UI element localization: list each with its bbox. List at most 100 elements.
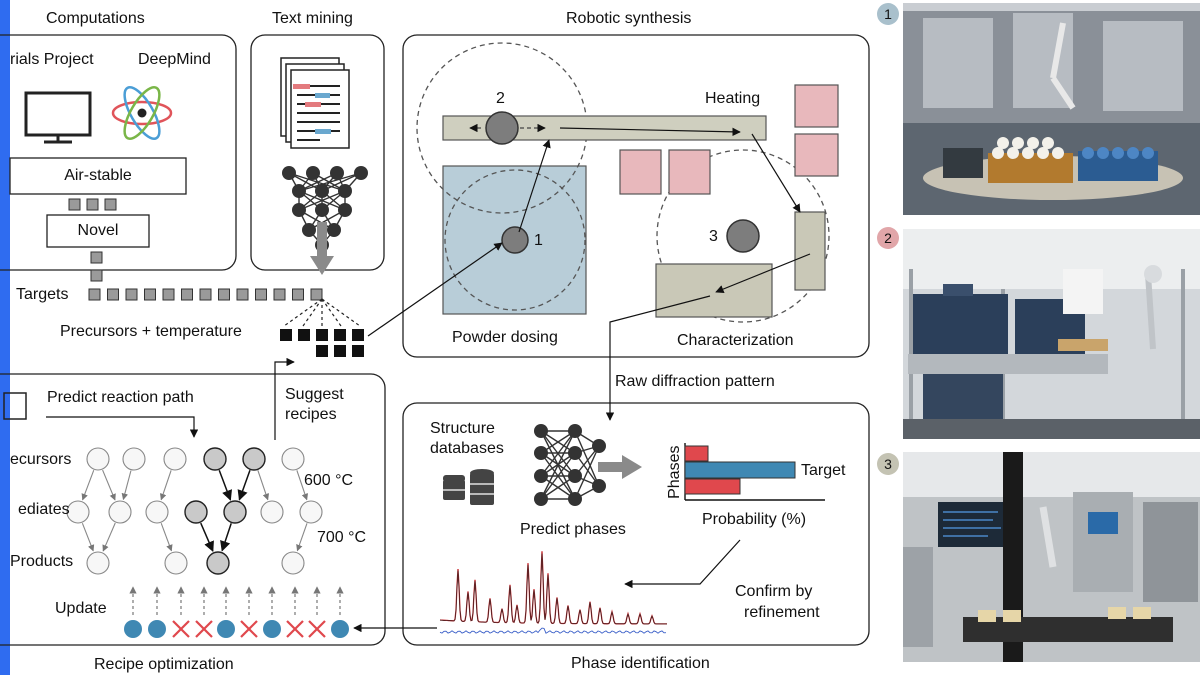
reaction-node: [261, 501, 283, 523]
network-node: [534, 446, 548, 460]
target-phase-bar: [685, 462, 795, 478]
phase-bar: [685, 446, 708, 461]
failure-marker: [309, 621, 325, 637]
reaction-node: [165, 552, 187, 574]
phase-network-icon: [534, 424, 606, 506]
reaction-node: [146, 501, 168, 523]
robotic-synthesis-title: Robotic synthesis: [566, 10, 691, 28]
reaction-node: [300, 501, 322, 523]
success-marker: [217, 620, 235, 638]
target-square: [182, 289, 193, 300]
suggest-recipes-label-1: Suggest: [285, 386, 344, 404]
network-node: [534, 424, 548, 438]
temperature-600-label: 600 °C: [304, 472, 353, 490]
temperature-700-label: 700 °C: [317, 529, 366, 547]
network-node: [534, 469, 548, 483]
precursor-blocks: [280, 329, 364, 357]
reaction-node: [224, 501, 246, 523]
reaction-node: [67, 501, 89, 523]
target-square: [237, 289, 248, 300]
reaction-node: [185, 501, 207, 523]
reaction-node: [282, 448, 304, 470]
success-marker: [148, 620, 166, 638]
phase-bar: [685, 479, 740, 494]
computations-title: Computations: [46, 10, 145, 28]
target-square: [256, 289, 267, 300]
reaction-node: [109, 501, 131, 523]
phase-identification-title: Phase identification: [571, 655, 710, 673]
confirm-arrow: [625, 540, 740, 584]
materials-project-label: rials Project: [10, 51, 94, 69]
network-node: [292, 203, 306, 217]
target-square: [200, 289, 211, 300]
reaction-node: [164, 448, 186, 470]
target-square: [311, 289, 322, 300]
network-node: [315, 203, 329, 217]
diffraction-pattern: [440, 551, 667, 633]
network-node: [534, 492, 548, 506]
reaction-node: [282, 552, 304, 574]
products-row-label: Products: [10, 553, 73, 571]
network-node: [568, 492, 582, 506]
probability-axis-label: Probability (%): [702, 511, 806, 529]
target-square: [145, 289, 156, 300]
network-node: [282, 166, 296, 180]
powder-dosing-label: Powder dosing: [452, 329, 558, 347]
predict-reaction-path-label: Predict reaction path: [47, 389, 194, 407]
photo-badge-3: 3: [877, 453, 899, 475]
phases-axis-label: Phases: [666, 442, 684, 502]
photo-robotic-lab: [903, 3, 1200, 215]
target-label: Target: [801, 462, 845, 480]
monitor-icon: [26, 93, 90, 142]
raw-diffraction-label: Raw diffraction pattern: [615, 373, 775, 391]
success-marker: [124, 620, 142, 638]
reaction-node: [243, 448, 265, 470]
robot-arm-3: [727, 220, 759, 252]
target-square: [219, 289, 230, 300]
network-node: [292, 184, 306, 198]
novel-output-squares: [91, 252, 102, 281]
structure-databases-label-1: Structure: [430, 420, 495, 438]
failure-marker: [287, 621, 303, 637]
network-node: [568, 469, 582, 483]
network-node: [568, 424, 582, 438]
network-node: [354, 166, 368, 180]
phase-network-arrow: [598, 455, 642, 479]
difference-curve: [440, 628, 666, 633]
failure-marker: [241, 621, 257, 637]
characterization-label: Characterization: [677, 332, 794, 350]
outcome-markers: [124, 620, 349, 638]
target-square: [89, 289, 100, 300]
network-node: [338, 184, 352, 198]
deepmind-label: DeepMind: [138, 51, 211, 69]
small-monitor-icon: [4, 393, 26, 419]
observed-pattern: [440, 551, 667, 624]
predict-path-arrow: [46, 417, 194, 437]
network-node: [315, 184, 329, 198]
target-square: [126, 289, 137, 300]
photo-badge-1: 1: [877, 3, 899, 25]
reaction-node: [204, 448, 226, 470]
targets-label: Targets: [16, 286, 68, 304]
atom-icon: [113, 82, 171, 143]
network-node: [592, 439, 606, 453]
station-3-label: 3: [709, 228, 718, 246]
candidate-squares: [69, 199, 116, 210]
predict-phases-label: Predict phases: [520, 521, 626, 539]
target-square: [108, 289, 119, 300]
confirm-refinement-label-2: refinement: [744, 604, 820, 622]
robot-arm-2: [486, 112, 518, 144]
reaction-node: [123, 448, 145, 470]
reaction-node: [87, 552, 109, 574]
documents-icon: [281, 58, 349, 148]
station-2-label: 2: [496, 90, 505, 108]
network-node: [568, 446, 582, 460]
network-node: [327, 223, 341, 237]
photo-badge-2: 2: [877, 227, 899, 249]
reaction-node: [87, 448, 109, 470]
station-1-label: 1: [534, 232, 543, 250]
text-mining-title: Text mining: [272, 10, 353, 28]
precursor-dashes: [284, 299, 360, 326]
network-node: [592, 479, 606, 493]
network-node: [330, 166, 344, 180]
